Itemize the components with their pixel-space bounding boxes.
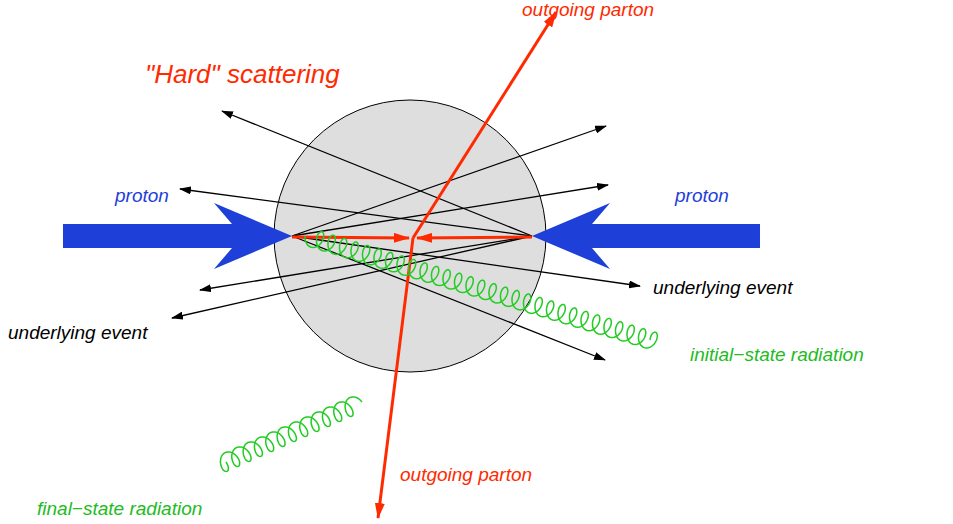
gluon-coil (220, 397, 362, 472)
proton-overlap (274, 100, 546, 372)
parton-label: outgoing parton (400, 465, 532, 486)
event-label: underlying event (653, 278, 792, 299)
parton-label: outgoing parton (522, 0, 654, 21)
radiation-label: final−state radiation (37, 499, 202, 520)
beam-label: proton (675, 186, 729, 207)
diagram-title: "Hard" scattering (145, 60, 340, 89)
event-label: underlying event (8, 323, 147, 344)
proton-beam-left (63, 203, 292, 269)
beam-label: proton (115, 186, 169, 207)
proton-beam-right (532, 203, 760, 269)
gluon-coil (305, 232, 657, 348)
radiation-label: initial−state radiation (690, 345, 864, 366)
